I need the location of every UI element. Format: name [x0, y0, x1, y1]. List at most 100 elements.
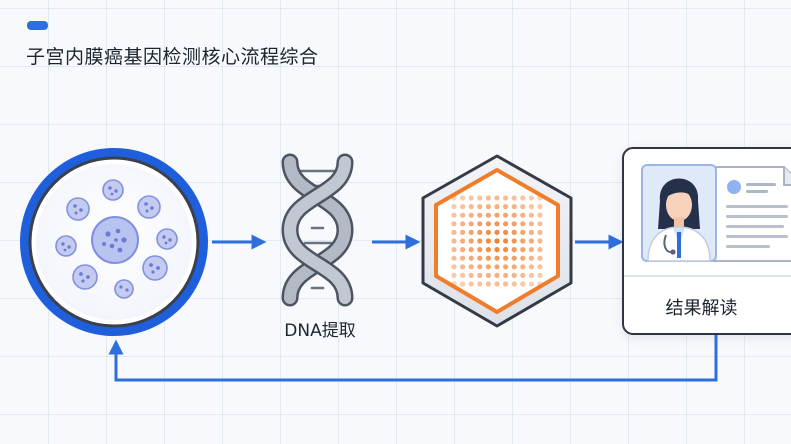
chip-dot — [485, 255, 491, 261]
feedback-loop-arrow — [108, 335, 718, 382]
chip-dot — [468, 272, 474, 278]
chip-dot — [511, 264, 517, 270]
chip-dot — [485, 212, 491, 218]
chip-dot — [503, 238, 509, 244]
chip-dot — [477, 272, 483, 278]
chip-dot — [460, 195, 466, 201]
chip-dot — [485, 247, 491, 253]
chip-dot — [528, 264, 535, 270]
page-title: 子宫内膜癌基因检测核心流程综合 — [26, 46, 319, 68]
chip-dot — [511, 272, 517, 278]
chip-dot — [520, 195, 526, 201]
doctor-report-icon — [641, 164, 791, 262]
chip-dot — [460, 212, 466, 218]
chip-dot — [520, 212, 526, 218]
chip-dot — [451, 281, 457, 287]
chip-dot — [520, 229, 526, 235]
chip-dot — [460, 264, 466, 270]
chip-dot — [485, 221, 491, 227]
chip-dot — [537, 212, 543, 218]
chip-dot — [511, 229, 517, 235]
chip-dot — [477, 264, 483, 270]
chip-dot — [477, 255, 483, 261]
chip-dot — [511, 204, 517, 210]
chip-dot — [494, 255, 500, 261]
result-interpretation-label: 结果解读 — [665, 298, 738, 319]
chip-dot — [494, 204, 500, 210]
chip-dot — [503, 264, 509, 270]
chip-dot — [468, 255, 474, 261]
cell-icon — [72, 264, 98, 290]
chip-dot — [468, 238, 474, 244]
cell-icon — [156, 228, 178, 250]
chip-dot — [528, 281, 535, 287]
chip-dot — [537, 195, 543, 201]
chip-dot — [528, 195, 535, 201]
chip-dot — [511, 221, 517, 227]
chip-dot — [451, 247, 457, 253]
chip-dot — [451, 238, 457, 244]
cell-icon — [102, 179, 124, 201]
chip-dot — [503, 221, 509, 227]
cell-icon — [66, 197, 90, 221]
chip-dot — [485, 264, 491, 270]
chip-dot — [503, 247, 509, 253]
dna-helix-icon — [281, 153, 354, 307]
chip-dot — [477, 204, 483, 210]
chip-dot — [528, 221, 535, 227]
chip-dot — [494, 238, 500, 244]
chip-dot — [520, 281, 526, 287]
chip-dot — [537, 204, 543, 210]
chip-dot — [494, 281, 500, 287]
chip-dot — [537, 238, 543, 244]
chip-dot — [537, 272, 543, 278]
chip-dot — [528, 229, 535, 235]
chip-dot — [528, 238, 535, 244]
chip-dot — [485, 272, 491, 278]
chip-dot — [485, 195, 491, 201]
report-card-divider — [624, 275, 791, 277]
cell-icon — [55, 235, 77, 257]
chip-dot — [477, 229, 483, 235]
chip-dot — [468, 247, 474, 253]
chip-dot — [503, 212, 509, 218]
chip-dot — [537, 281, 543, 287]
chip-dot — [451, 195, 457, 201]
chip-dot — [528, 255, 535, 261]
chip-dot — [494, 212, 500, 218]
chip-dot — [494, 195, 500, 201]
chip-dot — [537, 247, 543, 253]
cell-icon — [142, 255, 168, 281]
chip-dot — [485, 204, 491, 210]
chip-dot — [451, 221, 457, 227]
chip-dot — [468, 264, 474, 270]
chip-dot — [451, 255, 457, 261]
chip-dot — [468, 221, 474, 227]
chip-dot — [520, 247, 526, 253]
cell-icon — [114, 279, 134, 299]
chip-dot — [485, 229, 491, 235]
chip-dot — [494, 247, 500, 253]
chip-dot — [537, 255, 543, 261]
chip-dot — [520, 204, 526, 210]
chip-dot — [520, 238, 526, 244]
chip-dot — [460, 281, 466, 287]
chip-dot — [451, 264, 457, 270]
chip-dot — [468, 229, 474, 235]
sequencing-chip-icon — [421, 154, 573, 328]
chip-dot — [460, 247, 466, 253]
chip-dot — [503, 195, 509, 201]
chip-dot — [485, 238, 491, 244]
chip-dot — [537, 264, 543, 270]
chip-dot — [503, 204, 509, 210]
chip-dot — [528, 204, 535, 210]
chip-dot — [460, 221, 466, 227]
chip-dot — [494, 272, 500, 278]
chip-dot-grid — [451, 195, 543, 287]
chip-dot — [451, 272, 457, 278]
chip-dot — [511, 195, 517, 201]
title-accent-bar — [27, 21, 48, 30]
chip-dot — [477, 281, 483, 287]
chip-dot — [520, 255, 526, 261]
